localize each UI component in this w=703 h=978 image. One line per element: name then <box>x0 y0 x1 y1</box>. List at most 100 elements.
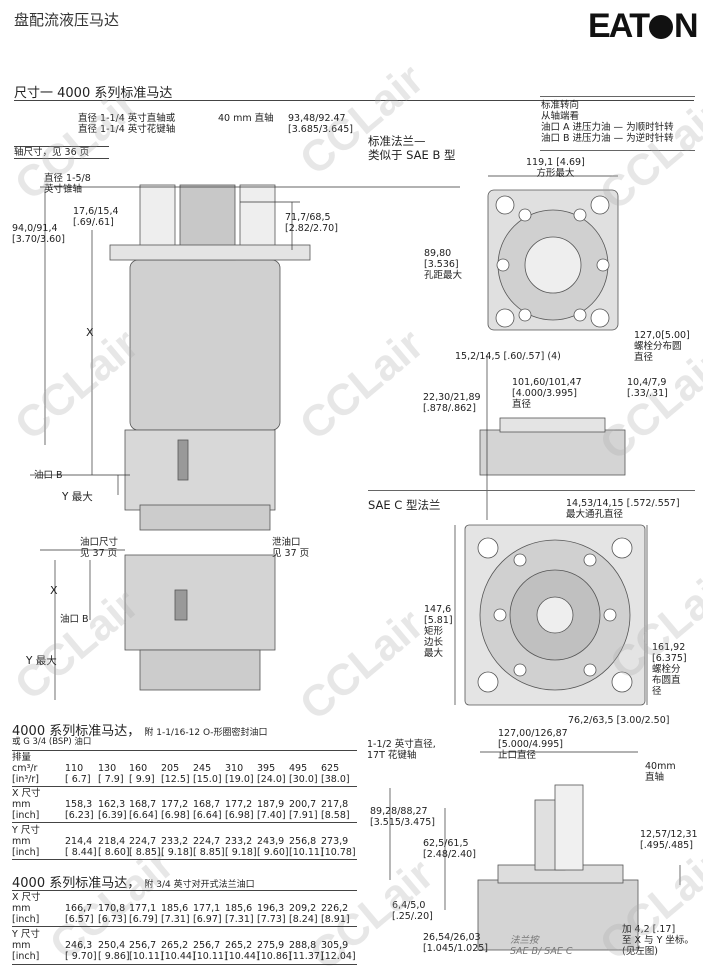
divider <box>14 100 694 101</box>
table-cell: [24.0] <box>257 774 286 785</box>
table-divider <box>12 890 357 891</box>
divider <box>540 150 695 151</box>
table-cell: 130 <box>98 763 117 774</box>
label-shaft-options: 直径 1-1/4 英寸直轴或 直径 1-1/4 英寸花键轴 <box>78 113 176 135</box>
table-cell: [ 8.85] <box>129 847 161 858</box>
table-cell: 217,8 <box>321 799 349 810</box>
table-cell: 265,2 <box>225 940 253 951</box>
row-label: cm³/r <box>12 763 38 774</box>
table-cell: 200,7 <box>289 799 317 810</box>
table-cell: [7.91] <box>289 810 318 821</box>
table-cell: [6.73] <box>98 914 127 925</box>
table-cell: 273,9 <box>321 836 349 847</box>
table-cell: [10.11] <box>129 951 164 962</box>
table-cell: [ 8.44] <box>65 847 97 858</box>
dim-14-53: 14,53/14,15 [.572/.557] 最大通孔直径 <box>566 498 680 520</box>
table-cell: 265,2 <box>161 940 189 951</box>
dim-62-5: 62,5/61,5 [2.48/2.40] <box>423 838 476 860</box>
table-divider <box>12 926 357 927</box>
table-cell: [10.78] <box>321 847 356 858</box>
table-cell: 110 <box>65 763 84 774</box>
table-cell: 158,3 <box>65 799 93 810</box>
dim-6-4: 6,4/5,0 [.25/.20] <box>392 900 433 922</box>
divider <box>368 490 695 491</box>
table-cell: 288,8 <box>289 940 317 951</box>
label-port-size-ref: 油口尺寸 见 37 页 <box>80 537 119 559</box>
section-title: 尺寸一 4000 系列标准马达 <box>14 86 173 101</box>
table-cell: [ 9.60] <box>257 847 289 858</box>
table-cell: 256,8 <box>289 836 317 847</box>
table1-title: 4000 系列标准马达， 附 1-1/16-12 O-形圈密封油口 <box>12 720 268 739</box>
table-cell: 246,3 <box>65 940 93 951</box>
label-port-b-2: 油口 B <box>60 614 89 625</box>
label-drain-port-ref: 泄油口 见 37 页 <box>272 537 310 559</box>
table1-subtitle2: 或 G 3/4 (BSP) 油口 <box>12 737 92 747</box>
table-cell: [8.24] <box>289 914 318 925</box>
table1-title-text: 4000 系列标准马达， <box>12 724 141 739</box>
table-cell: [ 9.18] <box>161 847 193 858</box>
table-cell: 205 <box>161 763 180 774</box>
table-cell: 256,7 <box>129 940 157 951</box>
dim-y-max: Y 最大 <box>62 491 93 503</box>
table-cell: 185,6 <box>225 903 253 914</box>
dim-71-7: 71,7/68,5 [2.82/2.70] <box>285 212 338 234</box>
table-divider <box>12 964 357 965</box>
table-cell: 224,7 <box>129 836 157 847</box>
table-cell: [7.31] <box>161 914 190 925</box>
table-cell: [10.44] <box>161 951 196 962</box>
table-cell: [15.0] <box>193 774 222 785</box>
dim-127-00: 127,00/126,87 [5.000/4.995] 止口直径 <box>498 728 568 761</box>
row-label: mm <box>12 903 31 914</box>
valve-housing <box>124 429 276 511</box>
tapered-shaft <box>139 184 176 256</box>
motor-side-flange <box>477 879 639 951</box>
row-label: Y 尺寸 <box>12 825 40 836</box>
row-label: [inch] <box>12 810 40 821</box>
dim-15-2: 15,2/14,5 [.60/.57] (4) <box>455 351 561 362</box>
table-cell: 275,9 <box>257 940 285 951</box>
table2-title: 4000 系列标准马达， 附 3/4 英寸对开式法兰油口 <box>12 872 255 891</box>
table-row-y-inch: [inch][ 9.70][ 9.86][10.11][10.44][10.11… <box>12 951 357 962</box>
table-cell: 310 <box>225 763 244 774</box>
dim-26-54: 26,54/26,03 [1.045/1.025] <box>423 932 489 954</box>
table-cell: [6.98] <box>225 810 254 821</box>
table-cell: 196,3 <box>257 903 285 914</box>
page-header-title: 盘配流液压马达 <box>14 11 120 29</box>
table-cell: 243,9 <box>257 836 285 847</box>
table-cell: 233,2 <box>161 836 189 847</box>
table1-subtitle: 附 1-1/16-12 O-形圈密封油口 <box>144 728 268 738</box>
table-cell: [7.40] <box>257 810 286 821</box>
table-divider <box>12 859 357 860</box>
table-cell: 160 <box>129 763 148 774</box>
table-cell: [6.64] <box>193 810 222 821</box>
table-cell: 177,1 <box>129 903 157 914</box>
dim-76-2: 76,2/63,5 [3.00/2.50] <box>568 715 670 726</box>
table-cell: [ 9.18] <box>225 847 257 858</box>
side-view-housing <box>124 554 276 651</box>
table-cell: [ 9.70] <box>65 951 97 962</box>
label-shaft-dimensions-ref: 轴尺寸，见 36 页 <box>14 146 109 159</box>
table-cell: [6.39] <box>98 810 127 821</box>
dim-101-60: 101,60/101,47 [4.000/3.995] 直径 <box>512 377 582 410</box>
table-cell: 177,2 <box>161 799 189 810</box>
table-cell: [6.98] <box>161 810 190 821</box>
dim-127-0: 127,0[5.00] 螺栓分布圆 直径 <box>634 330 690 363</box>
table-divider <box>12 750 357 751</box>
table-cell: [6.79] <box>129 914 158 925</box>
note-add-4-2: 加 4,2 [.17] 至 X 与 Y 坐标。 (见左图) <box>622 924 694 957</box>
table-cell: [10.86] <box>257 951 292 962</box>
motor-body <box>129 259 281 431</box>
label-40mm-shaft-2: 40mm 直轴 <box>645 761 676 783</box>
table-row-y-label: Y 尺寸 <box>12 825 357 836</box>
sae-b-flange-title: 标准法兰— 类似于 SAE B 型 <box>368 134 456 162</box>
rotation-note: 标准转向 从轴端看 油口 A 进压力油 — 为顺时针转 油口 B 进压力油 — … <box>541 100 674 144</box>
sae-b-side <box>479 429 626 476</box>
table-cell: 625 <box>321 763 340 774</box>
table-cell: [10.11] <box>193 951 228 962</box>
row-label: mm <box>12 940 31 951</box>
